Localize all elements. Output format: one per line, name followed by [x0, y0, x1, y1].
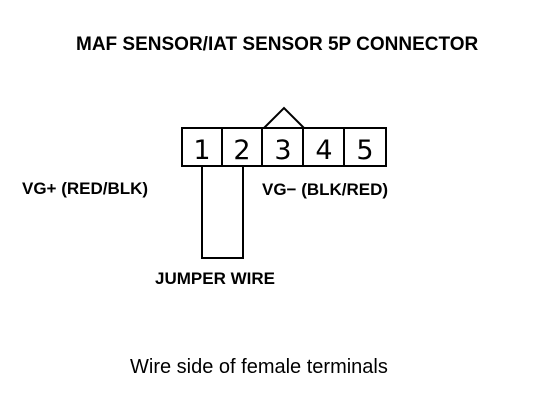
connector-outline — [181, 127, 387, 167]
vg-minus-label: VG− (BLK/RED) — [262, 180, 388, 199]
connector-body: 1 2 3 4 5 — [181, 106, 387, 167]
diagram-title: MAF SENSOR/IAT SENSOR 5P CONNECTOR — [76, 34, 478, 55]
vg-plus-label: VG+ (RED/BLK) — [22, 179, 148, 198]
diagram-caption: Wire side of female terminals — [130, 356, 388, 378]
connector-lock-tab — [263, 106, 305, 129]
pin-1-label: 1 — [193, 135, 210, 166]
pin-4-label: 4 — [315, 135, 332, 166]
jumper-wire-label: JUMPER WIRE — [155, 269, 275, 288]
pin-5-label: 5 — [356, 135, 373, 166]
jumper-wire — [201, 166, 244, 259]
pin-3-label: 3 — [274, 135, 291, 166]
pin-2-label: 2 — [233, 135, 250, 166]
